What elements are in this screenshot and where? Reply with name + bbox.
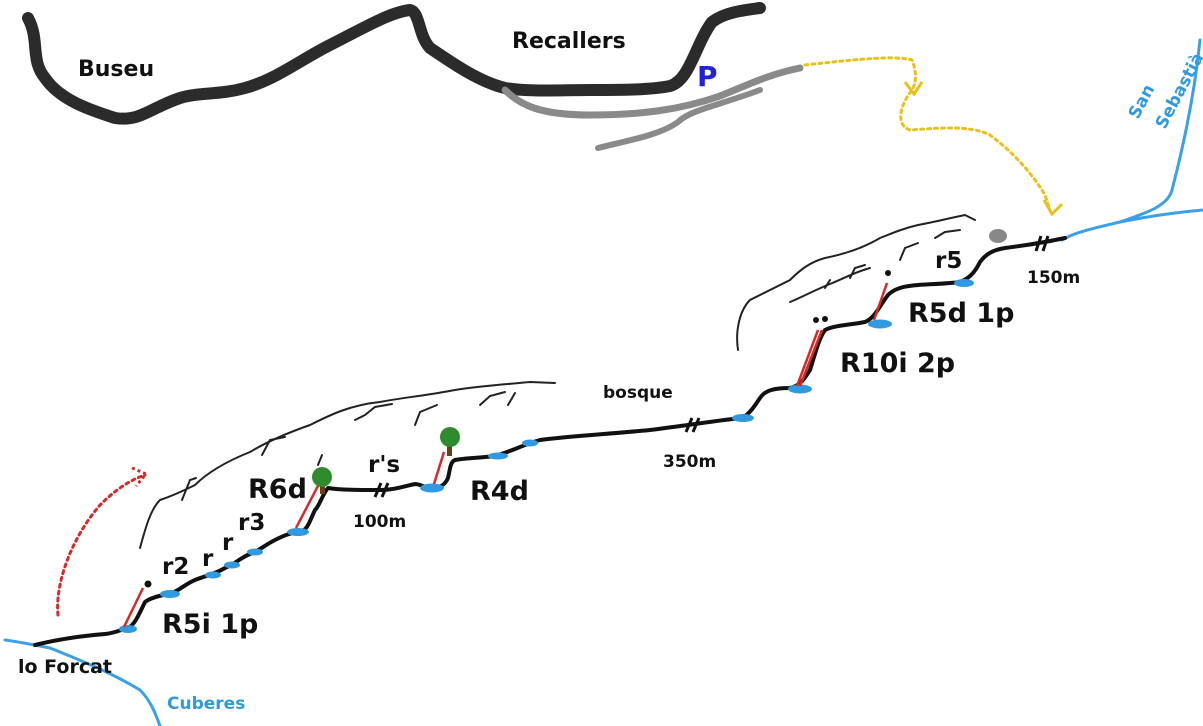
distance-350m: 350m [663,452,716,472]
anchors [144,270,891,588]
rappel-r3: r3 [238,510,265,536]
track-branch [595,87,763,151]
approach-arrow-2 [1042,199,1064,217]
tree-r6d [312,467,332,494]
tree-r4d [440,427,460,456]
rappel-r5i: R5i 1p [162,609,258,640]
canyon-line [33,236,1067,647]
start-label: lo Forcat [18,656,112,678]
track-main [501,64,804,119]
rappel-r6d: R6d [248,474,307,505]
river-label-san: San [1125,81,1159,122]
road-buseu [22,2,766,125]
distance-150m: 150m [1027,268,1080,288]
river-lower [1119,208,1203,224]
cliff-lines [139,213,976,549]
rappel-rs: r's [368,452,400,478]
rappel-r-b: r [222,530,234,556]
rappel-r5: r5 [935,248,962,274]
rappel-r-a: r [202,546,214,572]
distance-100m: 100m [353,512,406,532]
rappel-r5d: R5d 1p [908,298,1014,329]
approach-arrow-1 [903,81,924,97]
rappel-ropes [122,282,889,628]
river-label-cuberes: Cuberes [167,694,245,714]
rappel-r2: r2 [162,554,189,580]
river-cuberes [3,638,162,726]
approach-path [803,56,1052,212]
bosque-label: bosque [603,383,673,403]
town-recallers: Recallers [512,29,626,54]
break-marks [373,235,1050,498]
river-label-sebastia: Sebastià [1152,50,1203,133]
parking-label: P [697,60,718,93]
rappel-r10i: R10i 2p [840,348,955,379]
exit-path [56,473,147,617]
boulder-icon [989,229,1007,243]
exit-arrow [131,466,149,487]
rappel-r4d: R4d [470,476,529,507]
town-buseu: Buseu [78,57,154,82]
pools [119,279,974,633]
river-san-sebastia [1060,38,1202,242]
